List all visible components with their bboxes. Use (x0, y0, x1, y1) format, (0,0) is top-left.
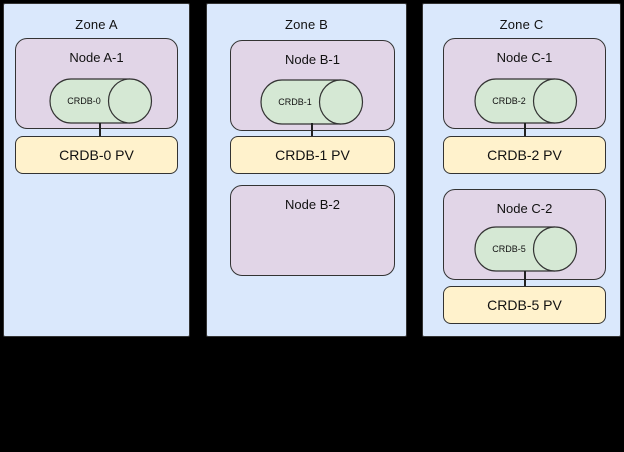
crdb-5-pv-label: CRDB-5 PV (487, 297, 562, 313)
zone-c: Zone C Node C-1 CRDB-2 CRDB-2 PV Node C-… (422, 3, 621, 337)
crdb-2-cylinder-icon: CRDB-2 (474, 78, 578, 124)
node-b1-title: Node B-1 (285, 52, 340, 67)
zone-a-title: Zone A (75, 17, 118, 32)
crdb-5-pv: CRDB-5 PV (443, 286, 606, 324)
crdb-0-pv: CRDB-0 PV (15, 136, 178, 174)
zone-a: Zone A Node A-1 CRDB-0 CRDB-0 PV (3, 3, 190, 337)
crdb-0-label: CRDB-0 (67, 96, 101, 106)
crdb-1-label: CRDB-1 (278, 97, 312, 107)
crdb-5-label: CRDB-5 (492, 244, 526, 254)
node-c1: Node C-1 CRDB-2 (443, 38, 606, 129)
connector-line-b (311, 123, 313, 136)
crdb-2-pv: CRDB-2 PV (443, 136, 606, 174)
node-b2: Node B-2 (230, 185, 395, 276)
node-c2-title: Node C-2 (496, 201, 553, 216)
node-a1: Node A-1 CRDB-0 (15, 38, 178, 129)
node-c2: Node C-2 CRDB-5 (443, 189, 606, 280)
node-a1-title: Node A-1 (69, 50, 124, 65)
connector-line-a (99, 123, 101, 136)
zone-c-title: Zone C (499, 17, 544, 32)
connector-line-c2 (524, 271, 526, 286)
crdb-2-pv-label: CRDB-2 PV (487, 147, 562, 163)
zone-b: Zone B Node B-1 CRDB-1 CRDB-1 PV Node B-… (206, 3, 407, 337)
crdb-1-cylinder-icon: CRDB-1 (260, 79, 364, 125)
crdb-2-label: CRDB-2 (492, 96, 526, 106)
crdb-1-pv-label: CRDB-1 PV (275, 147, 350, 163)
crdb-0-cylinder-icon: CRDB-0 (49, 78, 153, 124)
crdb-0-pv-label: CRDB-0 PV (59, 147, 134, 163)
node-b2-title: Node B-2 (285, 197, 340, 212)
crdb-1-pv: CRDB-1 PV (230, 136, 395, 174)
crdb-5-cylinder-icon: CRDB-5 (474, 226, 578, 272)
node-b1: Node B-1 CRDB-1 (230, 40, 395, 131)
zone-b-title: Zone B (284, 17, 329, 32)
node-c1-title: Node C-1 (496, 50, 553, 65)
connector-line-c1 (524, 123, 526, 136)
